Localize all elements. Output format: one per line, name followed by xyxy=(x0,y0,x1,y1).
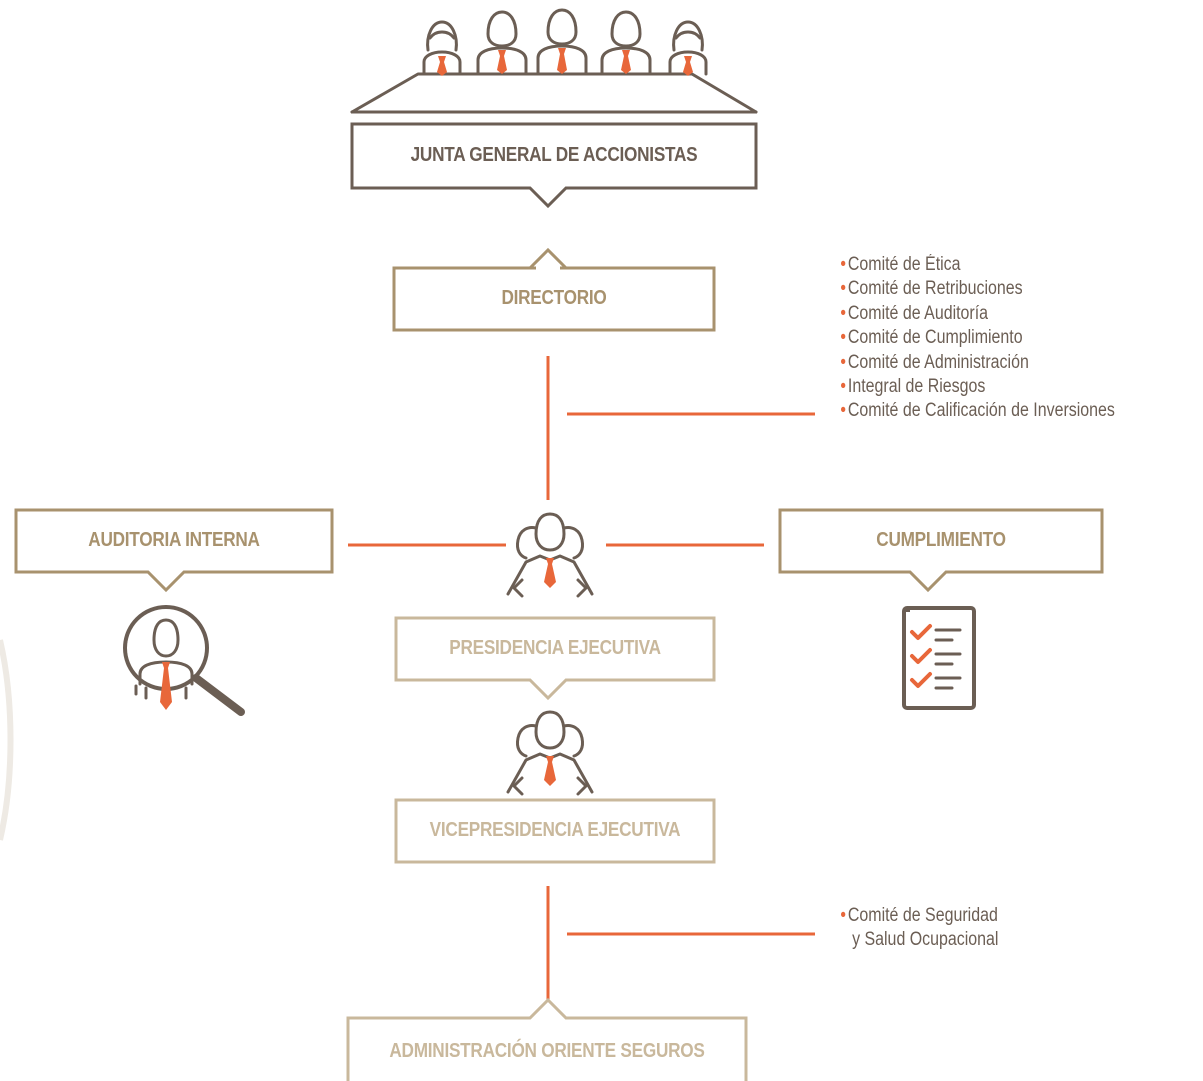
shareholder-icon-2 xyxy=(476,10,528,76)
committee-item: •Comité de Cumplimiento xyxy=(840,326,1115,350)
presidencia-label: PRESIDENCIA EJECUTIVA xyxy=(449,637,661,659)
directorio-committee-list: •Comité de Ética •Comité de Retribucione… xyxy=(840,253,1115,424)
junta-box xyxy=(350,122,758,209)
checklist-icon xyxy=(902,606,976,710)
committee-item: •Comité de Ética xyxy=(840,253,1115,277)
shareholder-icon-5 xyxy=(668,20,708,76)
cumplimiento-box xyxy=(778,508,1104,593)
junta-label: JUNTA GENERAL DE ACCIONISTAS xyxy=(410,144,698,166)
left-decorative-arc xyxy=(0,639,14,841)
committee-item: •Comité de Retribuciones xyxy=(840,277,1115,301)
shareholder-icon-4 xyxy=(600,10,652,76)
auditoria-box xyxy=(14,508,334,593)
bullet-icon: • xyxy=(840,400,846,422)
bullet-icon: • xyxy=(840,376,846,398)
administracion-label: ADMINISTRACIÓN ORIENTE SEGUROS xyxy=(389,1040,705,1062)
auditoria-label: AUDITORIA INTERNA xyxy=(88,529,260,551)
executive-tie xyxy=(544,558,556,588)
shareholder-icon-1 xyxy=(422,20,462,76)
vicepresidencia-box xyxy=(394,798,716,864)
magnifier-person-icon xyxy=(123,605,245,716)
shareholder-ties xyxy=(437,48,693,76)
vice-executive-tie xyxy=(544,756,556,786)
vice-executive-person-icon xyxy=(506,710,594,796)
bullet-icon: • xyxy=(840,302,846,324)
shareholder-icon-3 xyxy=(536,8,588,76)
committee-item: •Comité de Auditoría xyxy=(840,302,1115,326)
bullet-icon: • xyxy=(840,327,846,349)
administracion-box xyxy=(346,997,748,1081)
committee-item: •Integral de Riesgos xyxy=(840,375,1115,399)
directorio-label: DIRECTORIO xyxy=(501,287,607,309)
committee-item: •Comité de Calificación de Inversiones xyxy=(840,399,1115,423)
bullet-icon: • xyxy=(840,905,846,926)
directorio-top-arrow xyxy=(528,247,568,270)
vicepresidencia-label: VICEPRESIDENCIA EJECUTIVA xyxy=(429,819,681,841)
presidencia-box xyxy=(394,616,716,701)
committee-item: •Comité de Administración xyxy=(840,351,1115,375)
bullet-icon: • xyxy=(840,254,846,275)
bullet-icon: • xyxy=(840,351,846,373)
board-of-shareholders-icon xyxy=(350,8,758,114)
cumplimiento-label: CUMPLIMIENTO xyxy=(876,529,1006,551)
bullet-icon: • xyxy=(840,278,846,300)
directorio-box xyxy=(392,266,716,332)
audit-person-tie xyxy=(160,662,172,710)
